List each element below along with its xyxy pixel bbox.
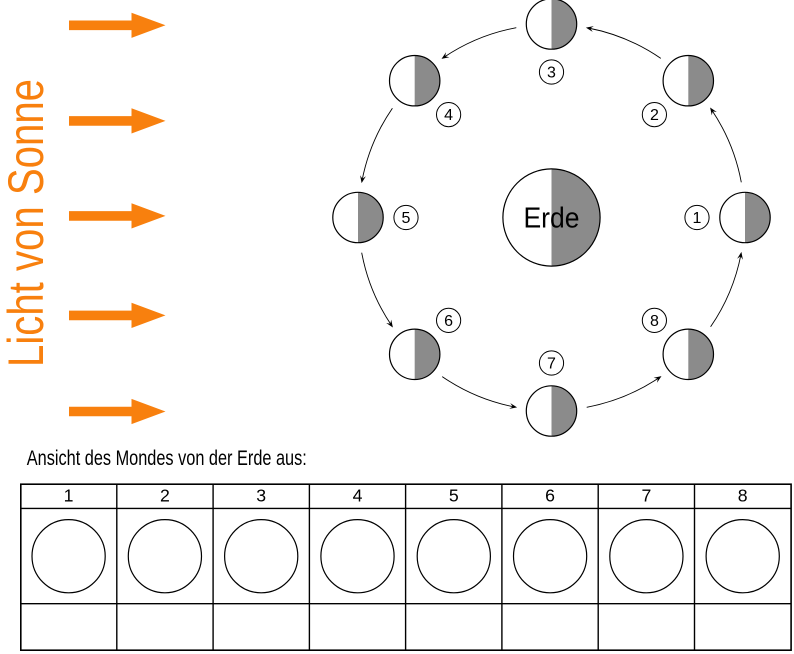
svg-text:4: 4 <box>353 485 363 505</box>
svg-text:8: 8 <box>738 485 748 505</box>
svg-text:Erde: Erde <box>524 203 580 235</box>
svg-text:3: 3 <box>256 485 266 505</box>
svg-text:5: 5 <box>402 210 411 227</box>
svg-text:6: 6 <box>545 485 555 505</box>
svg-text:7: 7 <box>641 485 651 505</box>
svg-text:1: 1 <box>693 210 702 227</box>
svg-text:4: 4 <box>444 107 453 124</box>
svg-text:2: 2 <box>160 485 170 505</box>
svg-text:Licht von Sonne: Licht von Sonne <box>0 79 54 367</box>
svg-text:3: 3 <box>547 65 556 82</box>
svg-text:7: 7 <box>547 356 556 373</box>
svg-text:8: 8 <box>650 313 659 330</box>
svg-text:2: 2 <box>650 107 659 124</box>
svg-text:1: 1 <box>64 485 74 505</box>
svg-text:5: 5 <box>449 485 459 505</box>
svg-text:6: 6 <box>444 313 453 330</box>
svg-text:Ansicht des Mondes von der Erd: Ansicht des Mondes von der Erde aus: <box>27 446 307 470</box>
